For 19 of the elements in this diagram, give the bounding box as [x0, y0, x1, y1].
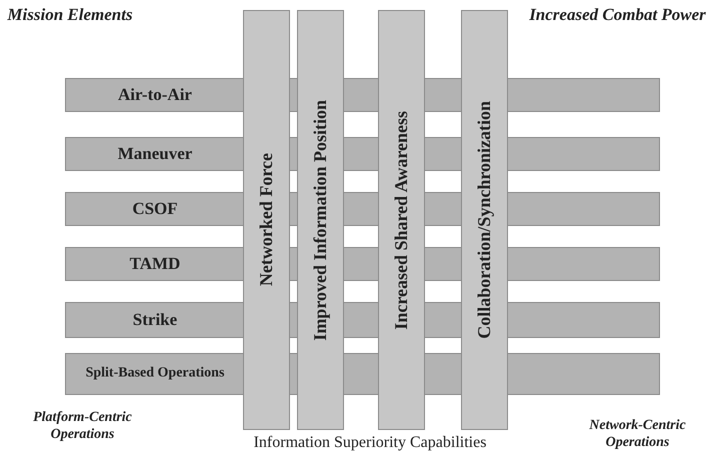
mission-element-label: Air-to-Air — [117, 86, 193, 104]
mission-element-label: Split-Based Operations — [84, 366, 226, 382]
vertical-bar — [378, 10, 425, 430]
corner-note: Platform-Centric Operations — [32, 410, 133, 444]
capability-label: Improved Information Position — [310, 100, 331, 340]
capability-label: Collaboration/Synchronization — [474, 101, 495, 339]
corner-note: Network-Centric Operations — [588, 418, 687, 452]
column-heading: Mission Elements — [6, 5, 134, 26]
mission-element-label: Maneuver — [116, 145, 194, 163]
capability-label: Networked Force — [256, 153, 277, 287]
capability-label: Increased Shared Awareness — [391, 110, 412, 330]
vertical-bar — [297, 10, 344, 430]
vertical-bar — [461, 10, 508, 430]
vertical-bar — [243, 10, 290, 430]
mission-element-label: TAMD — [128, 255, 182, 273]
mission-element-label: CSOF — [131, 200, 179, 218]
column-heading: Increased Combat Power — [528, 5, 707, 26]
axis-caption: Information Superiority Capabilities — [252, 433, 488, 452]
mission-element-label: Strike — [132, 311, 178, 329]
